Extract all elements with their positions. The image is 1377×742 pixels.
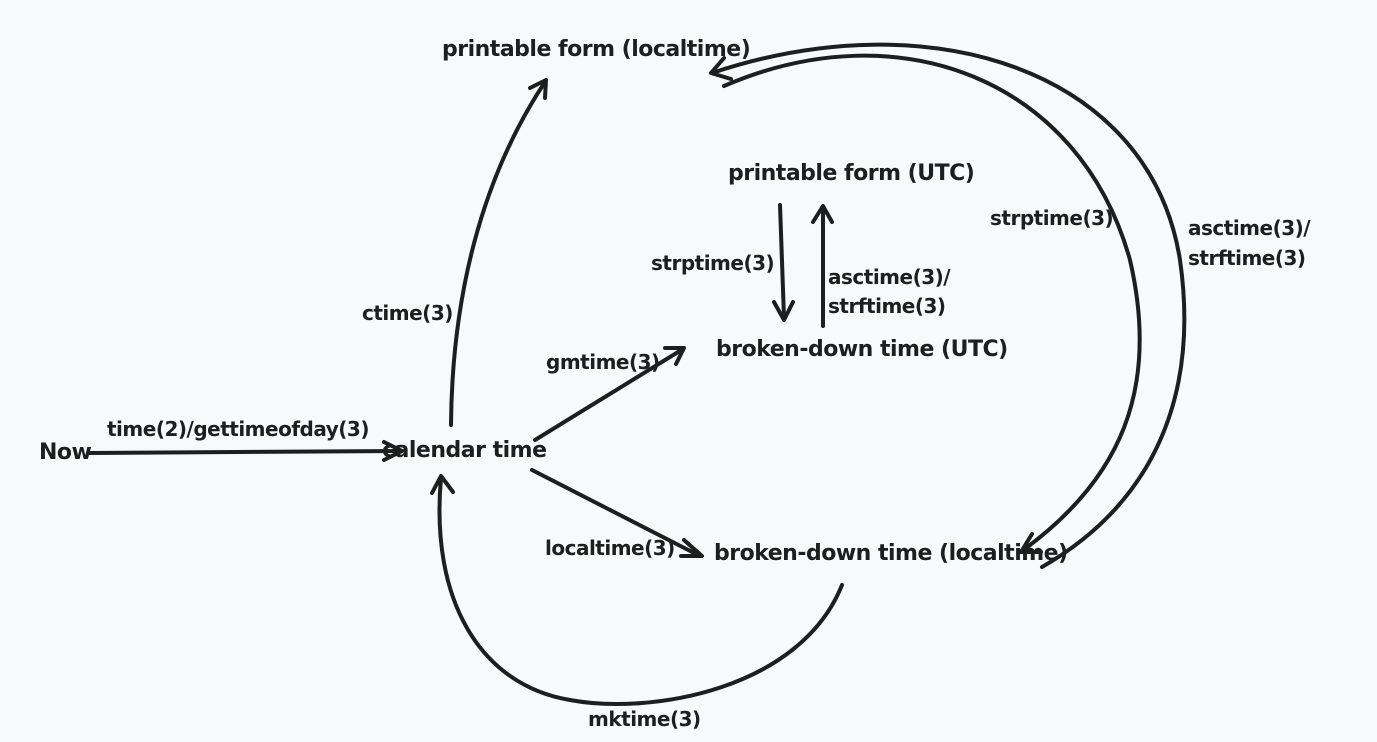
edge-label-mktime: mktime(3) [588, 707, 701, 731]
arrowhead-ctime [528, 78, 548, 100]
node-calendar-time: calendar time [382, 438, 547, 463]
arrowhead-localtime [679, 538, 704, 558]
node-printable-form-utc: printable form (UTC) [728, 161, 975, 186]
node-now: Now [39, 440, 92, 465]
arrowhead-gmtime [663, 346, 686, 366]
arrowhead-strptime-utc [772, 300, 795, 322]
arrow-ctime [449, 80, 547, 427]
edge-label-asctime-local-1: asctime(3)/ [1188, 216, 1311, 240]
arrow-localtime [530, 468, 702, 558]
edge-label-gmtime: gmtime(3) [546, 350, 660, 374]
node-broken-down-utc: broken-down time (UTC) [716, 337, 1008, 362]
edge-label-localtime: localtime(3) [545, 536, 675, 560]
edge-label-asctime-utc-2: strftime(3) [828, 294, 946, 318]
arrowhead-strptime-local [1019, 532, 1043, 554]
edge-label-asctime-local-2: strftime(3) [1188, 246, 1306, 270]
edge-label-asctime-utc-1: asctime(3)/ [828, 265, 951, 289]
edge-label-strptime-local: strptime(3) [990, 206, 1114, 230]
arrow-gmtime [533, 347, 685, 442]
node-broken-down-localtime: broken-down time (localtime) [714, 541, 1068, 566]
edge-label-ctime: ctime(3) [362, 301, 453, 325]
arrow-strptime-utc [778, 203, 786, 320]
node-printable-form-localtime: printable form (localtime) [442, 37, 751, 62]
arrow-now-to-calendar [86, 449, 402, 455]
arrowhead-mktime [430, 474, 455, 495]
edge-label-time-gettimeofday: time(2)/gettimeofday(3) [107, 417, 369, 441]
arrow-asctime-local [710, 42, 1187, 569]
arrow-strptime-local [722, 53, 1142, 553]
arrow-mktime [437, 476, 844, 706]
arrowhead-asctime-utc [811, 204, 834, 224]
edge-label-strptime-utc: strptime(3) [651, 251, 775, 275]
arrowhead-now-to-calendar [382, 440, 404, 462]
arrowhead-asctime-local [709, 56, 733, 81]
